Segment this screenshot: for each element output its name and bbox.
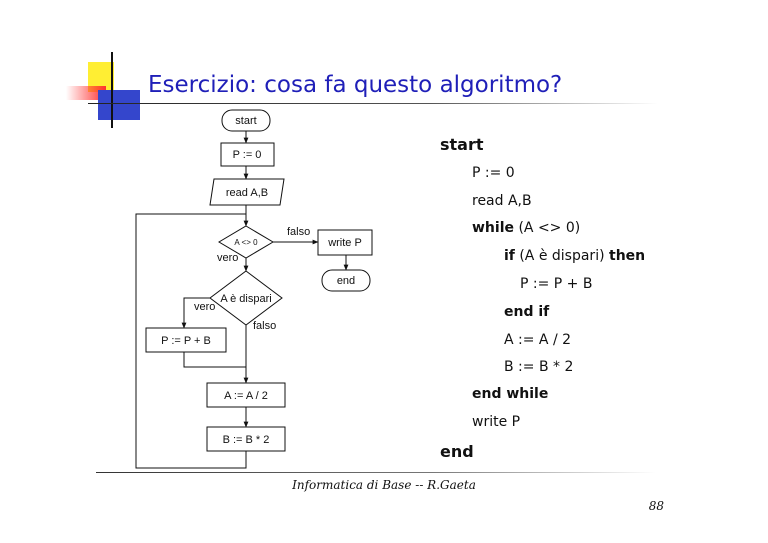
code-then-keyword: then xyxy=(609,248,646,264)
loop-condition-label: A <> 0 xyxy=(234,238,258,247)
code-double: B := B * 2 xyxy=(504,359,574,375)
code-sum: P := P + B xyxy=(520,276,593,292)
read-input-label: read A,B xyxy=(226,187,268,199)
title-underline xyxy=(88,103,658,104)
code-end-if: end if xyxy=(504,304,550,320)
code-end-while: end while xyxy=(472,386,549,402)
code-write: write P xyxy=(472,414,521,430)
loop-condition-diamond xyxy=(218,225,274,259)
code-if-line: if (A è dispari) then xyxy=(504,248,645,264)
code-if-condition: (A è dispari) xyxy=(519,248,605,264)
halve-box-label: A := A / 2 xyxy=(224,390,268,402)
code-while-condition: (A <> 0) xyxy=(518,220,581,236)
start-terminal-label: start xyxy=(235,115,256,127)
sum-box xyxy=(145,327,227,353)
footer-text: Informatica di Base -- R.Gaeta xyxy=(292,478,476,492)
odd-false-label: falso xyxy=(253,320,276,332)
end-terminal xyxy=(321,269,371,292)
write-box-label: write P xyxy=(327,237,362,249)
code-if-keyword: if xyxy=(504,248,515,264)
odd-condition-label: A è dispari xyxy=(220,293,271,305)
decor-blue-square xyxy=(98,90,140,120)
decor-red-bar xyxy=(66,86,106,100)
start-terminal xyxy=(221,109,271,132)
code-start: start xyxy=(440,135,484,154)
init-box xyxy=(220,142,275,167)
code-end: end xyxy=(440,442,474,461)
code-while-line: while (A <> 0) xyxy=(472,220,580,236)
init-box-label: P := 0 xyxy=(233,149,262,161)
end-terminal-label: end xyxy=(337,275,355,287)
write-box xyxy=(317,229,373,256)
code-init: P := 0 xyxy=(472,165,515,181)
loop-true-label: vero xyxy=(217,252,238,264)
slide-title: Esercizio: cosa fa questo algoritmo? xyxy=(148,72,563,98)
code-halve: A := A / 2 xyxy=(504,332,572,348)
loop-false-label: falso xyxy=(287,226,310,238)
halve-box xyxy=(206,382,286,408)
code-read: read A,B xyxy=(472,193,532,209)
footer-line xyxy=(96,472,656,473)
code-while-keyword: while xyxy=(472,220,514,236)
double-box-label: B := B * 2 xyxy=(223,434,270,446)
page-number: 88 xyxy=(648,499,664,513)
sum-box-label: P := P + B xyxy=(161,335,211,347)
odd-condition-diamond xyxy=(209,270,283,326)
read-input xyxy=(209,178,285,206)
decor-vertical-line xyxy=(111,52,113,128)
odd-true-label: vero xyxy=(194,301,215,313)
double-box xyxy=(206,426,286,452)
